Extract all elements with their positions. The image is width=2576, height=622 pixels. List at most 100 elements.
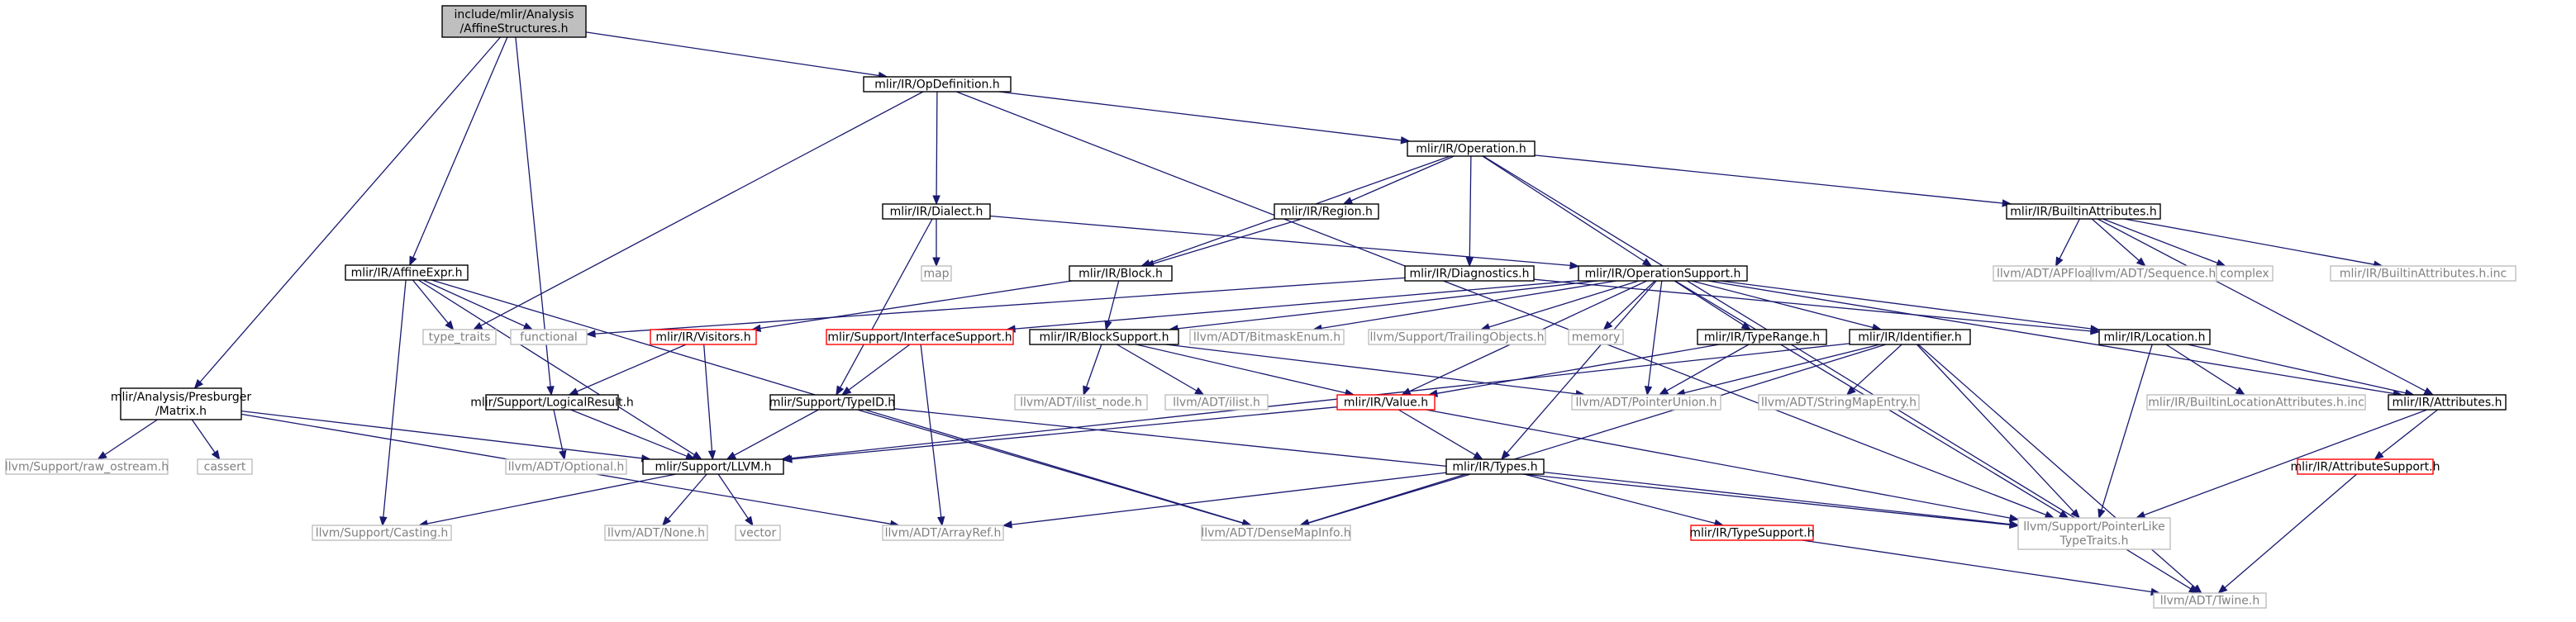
node-sequence-label: llvm/ADT/Sequence.h — [2092, 268, 2216, 281]
edge-arrowhead — [1083, 385, 1091, 396]
edge-blocksupport-to-ptrunion — [1165, 344, 1586, 398]
node-bitmask-label: llvm/ADT/BitmaskEnum.h — [1193, 331, 1340, 344]
edge-opdef-to-dialect — [932, 91, 940, 206]
node-arrayref-box — [882, 525, 1004, 541]
node-identifier[interactable]: mlir/IR/Identifier.h — [1849, 329, 1971, 345]
edge-line — [998, 91, 1402, 141]
edge-line — [1469, 155, 1472, 259]
node-region[interactable]: mlir/IR/Region.h — [1274, 203, 1379, 220]
edge-arrowhead — [745, 515, 754, 527]
edge-line — [936, 91, 938, 197]
edge-opdef-to-operation — [998, 91, 1411, 145]
node-presb-label: /Matrix.h — [155, 405, 207, 418]
node-types[interactable]: mlir/IR/Types.h — [1445, 458, 1545, 475]
node-attrsupport-box — [2297, 458, 2434, 475]
edge-affexpr-to-llvmh — [417, 279, 702, 460]
node-value[interactable]: mlir/IR/Value.h — [1336, 394, 1436, 411]
edge-arrowhead — [1002, 520, 1012, 529]
node-opdef-label: mlir/IR/OpDefinition.h — [874, 78, 999, 92]
node-memory-label: memory — [1572, 331, 1621, 344]
node-attrsupport[interactable]: mlir/IR/AttributeSupport.h — [2291, 458, 2440, 475]
edge-line — [412, 36, 508, 259]
node-dialect[interactable]: mlir/IR/Dialect.h — [882, 203, 991, 220]
edge-identifier-to-ptrlike — [1916, 344, 2081, 519]
edge-arrowhead — [1641, 258, 1653, 267]
node-stringmap: llvm/ADT/StringMapEntry.h — [1758, 394, 1920, 411]
node-typesupport[interactable]: mlir/IR/TypeSupport.h — [1689, 525, 1815, 541]
node-densemap: llvm/ADT/DenseMapInfo.h — [1201, 525, 1351, 541]
edge-line — [1488, 280, 1640, 328]
edge-arrowhead — [211, 449, 221, 461]
edge-line — [734, 409, 819, 456]
node-operation[interactable]: mlir/IR/Operation.h — [1407, 140, 1536, 157]
node-typerange[interactable]: mlir/IR/TypeRange.h — [1697, 329, 1827, 345]
edge-line — [1136, 344, 1346, 394]
node-presb[interactable]: mlir/Analysis/Presburger/Matrix.h — [111, 387, 252, 420]
node-functional: functional — [510, 329, 588, 345]
edge-diag-to-functional — [585, 277, 1406, 338]
node-presb-box — [120, 387, 242, 420]
node-twine-box — [2153, 592, 2267, 609]
node-rawostream-box — [5, 458, 169, 475]
node-value-label: mlir/IR/Value.h — [1344, 396, 1428, 410]
edge-line — [412, 279, 449, 324]
node-arrayref-label: llvm/ADT/ArrayRef.h — [885, 527, 1002, 540]
edge-opsupport-to-typerange — [1674, 280, 1752, 330]
edge-value-to-types — [1398, 409, 1483, 460]
node-logres[interactable]: mlir/Support/LogicalResult.h — [470, 394, 634, 411]
edge-line — [789, 343, 1850, 459]
node-value-box — [1336, 394, 1436, 411]
node-opdef[interactable]: mlir/IR/OpDefinition.h — [863, 76, 1012, 93]
node-affexpr-label: mlir/IR/AffineExpr.h — [351, 267, 463, 280]
node-typeid-box — [769, 394, 895, 411]
node-affexpr[interactable]: mlir/IR/AffineExpr.h — [345, 264, 469, 281]
edge-arrowhead — [2374, 450, 2384, 460]
node-builtinattr[interactable]: mlir/IR/BuiltinAttributes.h — [2006, 203, 2161, 220]
edge-arrowhead — [692, 451, 702, 460]
edge-arrowhead — [1342, 197, 1354, 205]
edge-line — [1436, 344, 1720, 394]
node-visitors[interactable]: mlir/IR/Visitors.h — [650, 329, 757, 345]
edge-opsupport-to-ptrunion — [1644, 280, 1663, 396]
edge-arrowhead — [836, 385, 845, 396]
node-attributes[interactable]: mlir/IR/Attributes.h — [2388, 394, 2507, 411]
node-root[interactable]: include/mlir/Analysis/AffineStructures.h — [441, 5, 587, 38]
node-casting: llvm/Support/Casting.h — [312, 525, 452, 541]
node-llvmh[interactable]: mlir/Support/LLVM.h — [642, 458, 784, 475]
node-region-box — [1274, 203, 1379, 220]
edge-line — [1691, 280, 1874, 329]
edge-arrowhead — [2135, 510, 2146, 519]
edge-arrowhead — [932, 195, 940, 206]
node-builtinloc-label: mlir/IR/BuiltinLocationAttributes.h.inc — [2148, 396, 2364, 410]
edge-line — [480, 91, 924, 326]
edge-arrowhead — [1845, 386, 1856, 396]
node-blocksupport[interactable]: mlir/IR/BlockSupport.h — [1029, 329, 1179, 345]
edge-line — [1153, 218, 1302, 264]
node-block[interactable]: mlir/IR/Block.h — [1069, 265, 1173, 282]
node-diag-box — [1404, 265, 1535, 282]
edge-line — [989, 215, 1571, 267]
edge-line — [703, 344, 713, 452]
node-opsupport[interactable]: mlir/IR/OperationSupport.h — [1578, 265, 1748, 282]
edge-line — [857, 409, 1243, 524]
node-diag[interactable]: mlir/IR/Diagnostics.h — [1404, 265, 1535, 282]
edge-arrowhead — [2059, 510, 2069, 519]
node-builtinattr-label: mlir/IR/BuiltinAttributes.h — [2010, 206, 2156, 219]
node-location[interactable]: mlir/IR/Location.h — [2098, 329, 2211, 345]
node-ilistnode-label: llvm/ADT/ilist_node.h — [1020, 396, 1142, 410]
node-ptrunion-label: llvm/ADT/PointerUnion.h — [1576, 396, 1717, 410]
edge-builtinattr-to-sequence — [2091, 218, 2146, 267]
node-location-box — [2098, 329, 2211, 345]
node-ifsupport[interactable]: mlir/Support/InterfaceSupport.h — [826, 329, 1014, 345]
node-affexpr-box — [345, 264, 469, 281]
edge-dialect-to-map — [932, 219, 940, 268]
node-vector: vector — [735, 525, 781, 541]
edge-line — [1647, 280, 1663, 387]
node-apfloat: llvm/ADT/APFloat.h — [1993, 265, 2112, 282]
edge-arrowhead — [1500, 449, 1511, 461]
node-presb-label: mlir/Analysis/Presburger — [111, 391, 252, 404]
edge-line — [1014, 280, 1579, 330]
node-optional: llvm/ADT/Optional.h — [505, 458, 627, 475]
node-typeid[interactable]: mlir/Support/TypeID.h — [769, 394, 895, 411]
edge-arrowhead — [1194, 387, 1205, 396]
